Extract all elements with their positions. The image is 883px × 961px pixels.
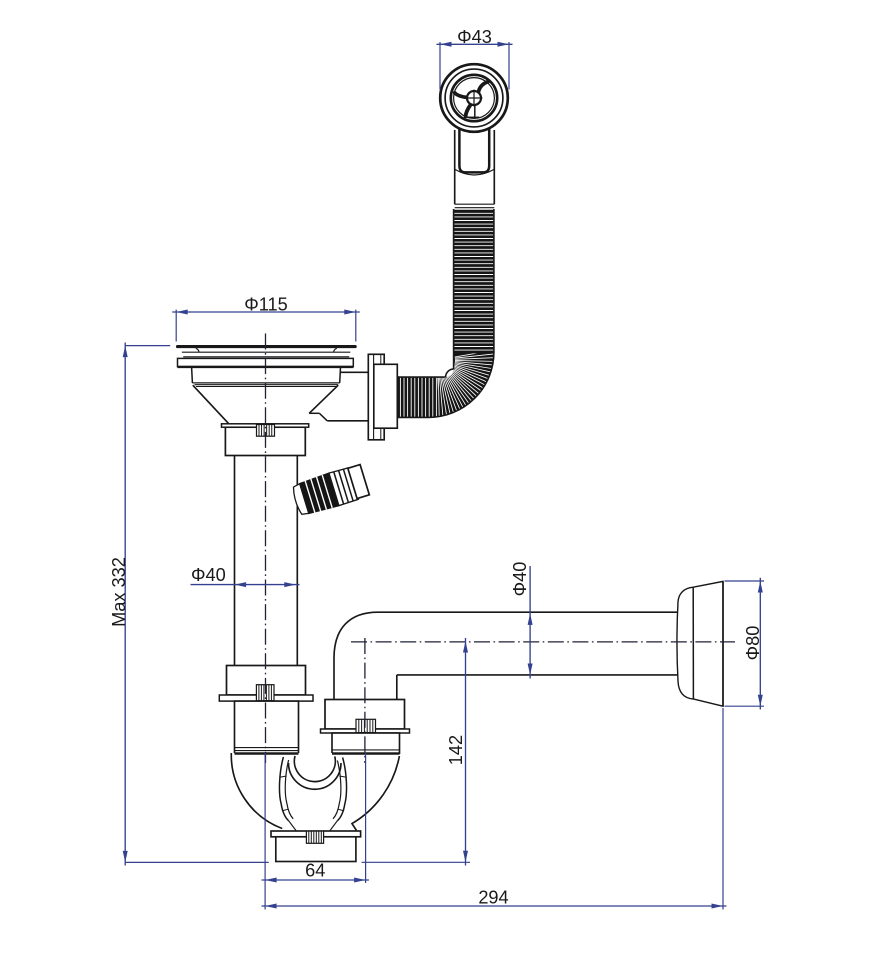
svg-text:Φ40: Φ40 bbox=[510, 562, 530, 597]
svg-text:Φ40: Φ40 bbox=[191, 565, 226, 585]
svg-text:64: 64 bbox=[305, 861, 325, 881]
svg-text:142: 142 bbox=[446, 735, 466, 765]
svg-text:Φ115: Φ115 bbox=[244, 295, 288, 315]
svg-text:Φ80: Φ80 bbox=[743, 626, 763, 661]
svg-text:Max 332: Max 332 bbox=[109, 557, 129, 627]
svg-text:Φ43: Φ43 bbox=[457, 27, 492, 47]
svg-text:294: 294 bbox=[478, 888, 508, 908]
